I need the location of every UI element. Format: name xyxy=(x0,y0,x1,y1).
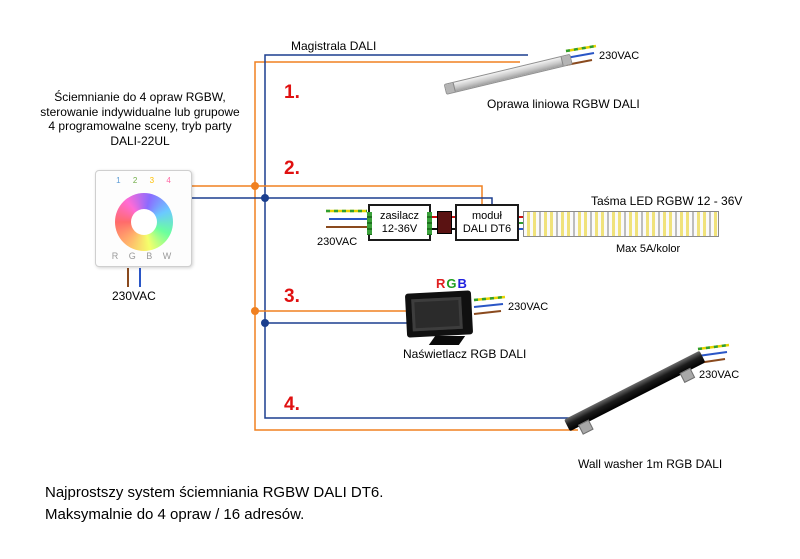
psu-module-connector xyxy=(437,211,452,234)
panel-digit: 2 xyxy=(132,176,138,185)
module-label-line: moduł xyxy=(472,209,502,222)
dali-dt6-module-box: moduł DALI DT6 xyxy=(455,204,519,241)
panel-description-line: 4 programowalne sceny, tryb party xyxy=(48,119,232,133)
branch-number-3: 3. xyxy=(284,286,300,307)
fixture2-mains-wires xyxy=(326,209,367,228)
branch-number-1: 1. xyxy=(284,82,300,103)
panel-digit: 3 xyxy=(149,176,155,185)
branch2-orange xyxy=(192,185,483,204)
panel-description-line: Ściemnianie do 4 opraw RGBW, xyxy=(54,90,226,104)
dali-bus-orange xyxy=(254,61,578,431)
fixture3-mains-wires xyxy=(473,295,506,315)
dali-wall-panel: 1 2 3 4 R G B W xyxy=(95,170,192,267)
junction-dot-blue xyxy=(261,194,269,202)
panel-digit: 1 xyxy=(116,176,121,185)
branch-number-4: 4. xyxy=(284,394,300,415)
fixture4-label: Wall washer 1m RGB DALI xyxy=(578,457,723,471)
fixture4-voltage-label: 230VAC xyxy=(699,369,740,381)
rgb-letter-b: B xyxy=(457,276,468,291)
rgb-letter-r: R xyxy=(436,276,447,291)
module-label-line: DALI DT6 xyxy=(462,222,512,235)
panel-description-line: DALI-22UL xyxy=(110,133,170,148)
color-wheel xyxy=(114,193,173,251)
junction-dot-orange xyxy=(251,307,259,315)
psu-label-line: zasilacz xyxy=(379,209,420,222)
rgb-floodlight xyxy=(404,290,480,346)
panel-scene-digits: 1 2 3 4 xyxy=(96,176,191,185)
led-strip-max-label: Max 5A/kolor xyxy=(616,243,681,255)
footer-text: Najprostszy system ściemniania RGBW DALI… xyxy=(45,482,383,526)
led-strip-label: Taśma LED RGBW 12 - 36V xyxy=(591,194,743,208)
panel-voltage-label: 230VAC xyxy=(112,289,156,303)
footer-line: Najprostszy system ściemniania RGBW DALI… xyxy=(45,484,384,501)
branch-number-2: 2. xyxy=(284,158,300,179)
psu-label-line: 12-36V xyxy=(381,222,418,235)
panel-description: Ściemnianie do 4 opraw RGBW, sterowanie … xyxy=(16,90,264,148)
rgb-letter-g: G xyxy=(446,276,458,291)
floodlight-glass xyxy=(411,296,463,332)
fixture3-voltage-label: 230VAC xyxy=(508,301,549,313)
led-strip xyxy=(523,211,719,237)
panel-digit: 4 xyxy=(166,176,171,185)
panel-mains-wires xyxy=(127,268,141,287)
floodlight-bracket xyxy=(428,336,466,345)
junction-dot-orange xyxy=(251,182,259,190)
panel-rgbw-row: R G B W xyxy=(111,251,176,261)
branch2-blue xyxy=(192,197,493,204)
fixture3-label: Naświetlacz RGB DALI xyxy=(403,347,527,361)
footer-line: Maksymalnie do 4 opraw / 16 adresów. xyxy=(45,506,305,523)
floodlight-body xyxy=(404,290,474,338)
rgb-tag: RGB xyxy=(436,276,468,291)
dali-bus-blue xyxy=(264,54,572,419)
junction-dot-blue xyxy=(261,319,269,327)
panel-description-line: sterowanie indywidualne lub grupowe xyxy=(40,104,240,119)
power-supply-box: zasilacz 12-36V xyxy=(367,204,432,241)
fixture1-label: Oprawa liniowa RGBW DALI xyxy=(487,97,640,111)
dali-bus-label: Magistrala DALI xyxy=(291,39,377,53)
fixture1-voltage-label: 230VAC xyxy=(599,50,640,62)
fixture2-voltage-label: 230VAC xyxy=(317,236,358,248)
